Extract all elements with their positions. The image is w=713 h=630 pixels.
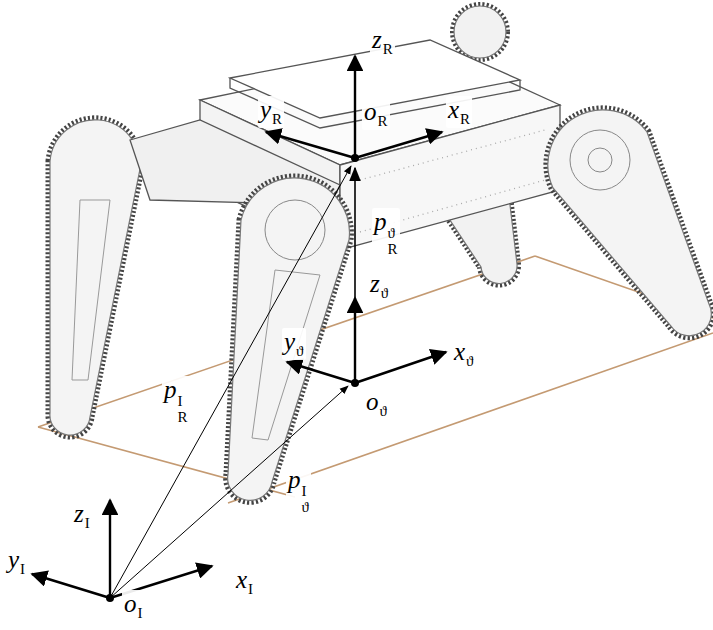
- track-frame-axes: [287, 298, 446, 383]
- vector-label: pϑR: [372, 208, 400, 259]
- axis-label: zI: [72, 500, 92, 532]
- vector-label: pIϑ: [286, 466, 311, 517]
- axis-label: xI: [234, 566, 255, 598]
- axis-label: yϑ: [282, 328, 306, 360]
- ground-plane: [38, 256, 713, 503]
- axis-label: zR: [370, 26, 395, 58]
- world-frame-axes: [32, 500, 212, 598]
- frame-origin: [106, 154, 359, 602]
- axis-label: zϑ: [368, 270, 390, 302]
- flipper-track: [548, 110, 711, 336]
- axis-label: yI: [6, 546, 27, 578]
- origin-label: oI: [122, 590, 145, 622]
- position-vector: [110, 166, 351, 598]
- vector-label: pIR: [162, 376, 190, 427]
- position-vector: [354, 168, 356, 383]
- origin-label: oϑ: [364, 388, 389, 420]
- flipper-track: [228, 178, 350, 500]
- robot-frame-axes: [266, 56, 442, 158]
- origin-label: oR: [362, 98, 390, 130]
- flipper-track: [50, 120, 140, 435]
- axis-label: xR: [446, 96, 472, 128]
- axis-label: xϑ: [452, 338, 476, 370]
- axis-label: yR: [258, 96, 284, 128]
